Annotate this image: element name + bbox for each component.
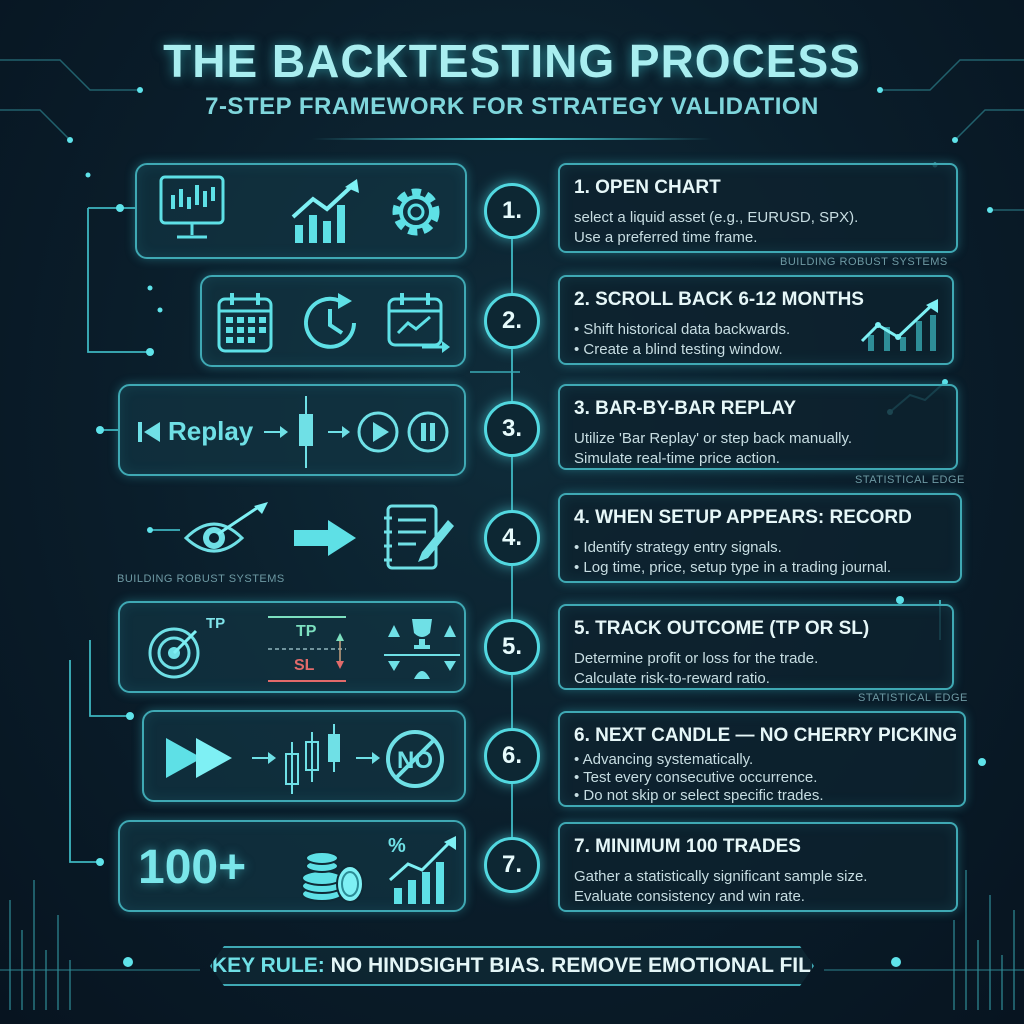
tp-label: TP bbox=[296, 623, 317, 640]
step-4-text-panel: 4. WHEN SETUP APPEARS: RECORD • Identify… bbox=[558, 493, 962, 583]
step-6-text-panel: 6. NEXT CANDLE — NO CHERRY PICKING • Adv… bbox=[558, 711, 966, 807]
step-5-title: 5. TRACK OUTCOME (TP OR SL) bbox=[574, 618, 870, 639]
step-2-icon-panel bbox=[200, 275, 466, 367]
step-7-text-panel: 7. MINIMUM 100 TRADES Gather a statistic… bbox=[558, 822, 958, 912]
sl-label: SL bbox=[294, 657, 315, 674]
step-6-badge: 6. bbox=[484, 728, 540, 784]
coins-icon bbox=[292, 844, 368, 906]
step-5-line-2: Calculate risk-to-reward ratio. bbox=[574, 670, 770, 687]
skip-back-icon bbox=[138, 422, 160, 442]
fast-forward-icon bbox=[166, 738, 232, 778]
candlesticks-icon bbox=[282, 722, 340, 796]
page-title: THE BACKTESTING PROCESS bbox=[163, 35, 861, 87]
step-2-text-panel: 2. SCROLL BACK 6-12 MONTHS • Shift histo… bbox=[558, 275, 954, 365]
step-3-badge: 3. bbox=[484, 401, 540, 457]
step-5-badge: 5. bbox=[484, 619, 540, 675]
key-rule-text: NO HINDSIGHT BIAS. REMOVE EMOTIONAL FILT… bbox=[330, 954, 858, 977]
step-2-line-2: • Create a blind testing window. bbox=[574, 341, 783, 358]
step-4-line-2: • Log time, price, setup type in a tradi… bbox=[574, 559, 892, 576]
svg-text:NO: NO bbox=[397, 747, 433, 774]
calendar-arrow-icon bbox=[386, 291, 450, 353]
calendar-icon bbox=[216, 291, 276, 355]
step-6-icon-panel: NO bbox=[142, 710, 466, 802]
tag-building-robust-systems-1: BUILDING ROBUST SYSTEMS bbox=[780, 256, 948, 268]
arrow-right-icon-4 bbox=[354, 752, 380, 764]
step-2-title: 2. SCROLL BACK 6-12 MONTHS bbox=[574, 289, 864, 310]
step-7-line-1: Gather a statistically significant sampl… bbox=[574, 868, 868, 885]
play-icon bbox=[356, 410, 400, 454]
step-5-icon-panel: TP TP SL bbox=[118, 601, 466, 693]
step-2-line-1: • Shift historical data backwards. bbox=[574, 321, 791, 338]
target-icon bbox=[146, 621, 208, 681]
step-7-title: 7. MINIMUM 100 TRADES bbox=[574, 836, 801, 857]
step-1-text-panel: 1. OPEN CHART select a liquid asset (e.g… bbox=[558, 163, 958, 253]
step-6-line-2: • Test every consecutive occurrence. bbox=[574, 769, 818, 786]
step-1-title: 1. OPEN CHART bbox=[574, 177, 721, 198]
target-tp-label: TP bbox=[206, 615, 226, 632]
pause-icon bbox=[406, 410, 450, 454]
step-7-icon-panel: 100+ % bbox=[118, 820, 466, 912]
step-5-line-1: Determine profit or loss for the trade. bbox=[574, 650, 819, 667]
step-1-icon-panel bbox=[135, 163, 467, 259]
step-1-line-2: Use a preferred time frame. bbox=[574, 229, 758, 246]
no-cherry-picking-icon: NO bbox=[384, 728, 446, 790]
step-3-line-1: Utilize 'Bar Replay' or step back manual… bbox=[574, 430, 853, 447]
gear-icon bbox=[385, 179, 447, 245]
growth-chart-icon bbox=[287, 179, 359, 243]
step-4-line-1: • Identify strategy entry signals. bbox=[574, 539, 782, 556]
step-5-text-panel: 5. TRACK OUTCOME (TP OR SL) Determine pr… bbox=[558, 604, 954, 690]
step-3-title: 3. BAR-BY-BAR REPLAY bbox=[574, 398, 797, 419]
key-rule-label: KEY RULE: bbox=[212, 954, 325, 977]
step-6-line-3: • Do not skip or select specific trades. bbox=[574, 787, 824, 804]
tag-building-robust-systems-2: BUILDING ROBUST SYSTEMS bbox=[117, 573, 285, 585]
page-subtitle: 7-STEP FRAMEWORK FOR STRATEGY VALIDATION bbox=[205, 93, 819, 120]
percent-chart-icon: % bbox=[388, 835, 456, 904]
step-1-line-1: select a liquid asset (e.g., EURUSD, SPX… bbox=[574, 209, 859, 226]
trophy-scale-icon bbox=[382, 619, 462, 679]
step-6-title: 6. NEXT CANDLE — NO CHERRY PICKING bbox=[574, 725, 958, 746]
monitor-chart-icon bbox=[159, 173, 225, 253]
step-1-badge: 1. bbox=[484, 183, 540, 239]
step-3-icon-panel: Replay bbox=[118, 384, 466, 476]
tag-statistical-edge-1: STATISTICAL EDGE bbox=[855, 474, 965, 486]
trend-up-icon bbox=[858, 299, 938, 351]
step-7-badge: 7. bbox=[484, 837, 540, 893]
tag-statistical-edge-2: STATISTICAL EDGE bbox=[858, 692, 968, 704]
tp-sl-lines-icon bbox=[266, 613, 362, 685]
arrow-right-icon bbox=[262, 426, 288, 438]
journal-pen-icon bbox=[382, 502, 454, 572]
hundred-plus-label: 100+ bbox=[138, 841, 247, 894]
eye-target-icon bbox=[184, 502, 268, 562]
step-4-title: 4. WHEN SETUP APPEARS: RECORD bbox=[574, 507, 912, 528]
step-3-text-panel: 3. BAR-BY-BAR REPLAY Utilize 'Bar Replay… bbox=[558, 384, 958, 470]
title-divider bbox=[312, 138, 712, 140]
key-rule-banner: KEY RULE: NO HINDSIGHT BIAS. REMOVE EMOT… bbox=[210, 946, 814, 986]
clock-rewind-icon bbox=[302, 293, 362, 355]
svg-text:%: % bbox=[388, 835, 406, 857]
step-6-line-1: • Advancing systematically. bbox=[574, 751, 754, 768]
step-7-line-2: Evaluate consistency and win rate. bbox=[574, 888, 805, 905]
arrow-right-icon-2 bbox=[326, 426, 350, 438]
step-4-badge: 4. bbox=[484, 510, 540, 566]
step-3-line-2: Simulate real-time price action. bbox=[574, 450, 780, 467]
candle-icon bbox=[299, 394, 313, 470]
arrow-right-large-icon bbox=[294, 520, 356, 556]
replay-label: Replay bbox=[168, 416, 254, 446]
step-2-badge: 2. bbox=[484, 293, 540, 349]
arrow-right-icon-3 bbox=[250, 752, 276, 764]
